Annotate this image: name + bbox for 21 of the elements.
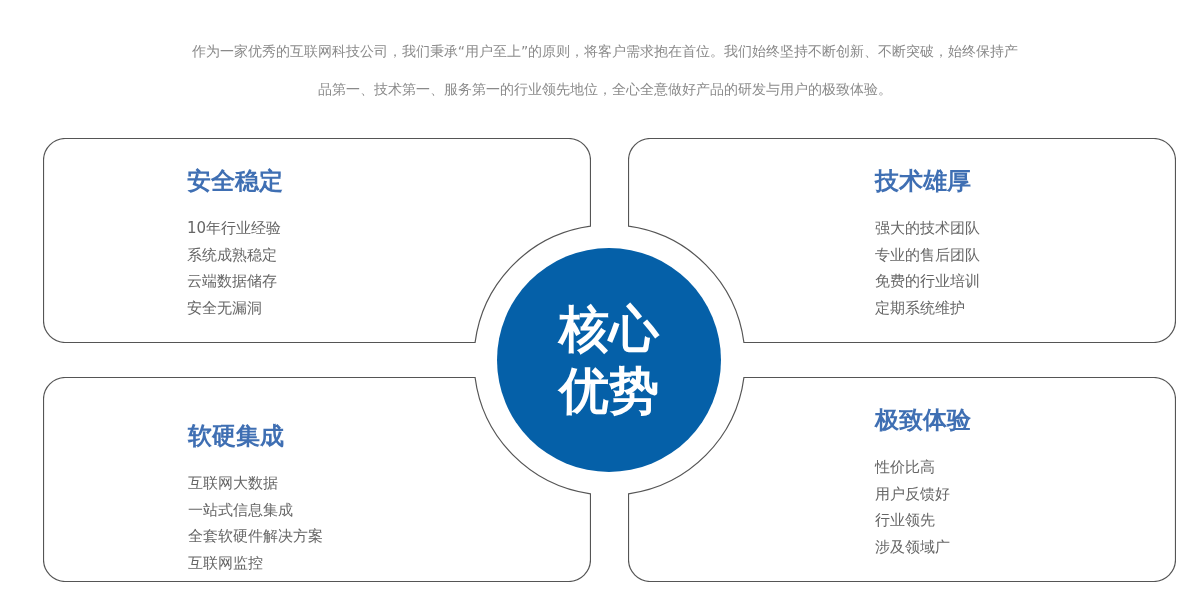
- feature-item: 全套软硬件解决方案: [188, 526, 323, 547]
- feature-item: 性价比高: [875, 457, 936, 478]
- intro-paragraph: 作为一家优秀的互联网科技公司，我们秉承“用户至上”的原则，将客户需求抱在首位。我们始终坚持不断创新、不断突破，始终保持产品第一、技术第一、服务第一的行业领先地位，全心全意做好产品的研发与用户的极致体验。: [190, 42, 1020, 99]
- feature-item: 一站式信息集成: [188, 499, 294, 521]
- feature-item: 互联网监控: [188, 552, 264, 574]
- feature-item: 专业的售后团队: [875, 244, 980, 266]
- feature-item: 行业领先: [875, 510, 936, 531]
- feature-item: 互联网大数据: [188, 473, 279, 494]
- feature-item: 云端数据储存: [187, 271, 278, 292]
- feature-item: 10年行业经验: [187, 218, 283, 239]
- panel-heading: 软硬集成: [188, 421, 285, 451]
- feature-item: 强大的技术团队: [875, 218, 980, 239]
- panel-heading: 技术雄厚: [875, 166, 972, 196]
- feature-item: 用户反馈好: [875, 483, 951, 505]
- feature-item: 定期系统维护: [875, 297, 966, 319]
- feature-item: 免费的行业培训: [875, 271, 980, 292]
- feature-item: 涉及领域广: [875, 536, 951, 558]
- panel-heading: 安全稳定: [187, 166, 283, 196]
- feature-item: 系统成熟稳定: [187, 244, 278, 266]
- panel-heading: 极致体验: [875, 405, 971, 435]
- feature-item: 安全无漏洞: [187, 297, 263, 319]
